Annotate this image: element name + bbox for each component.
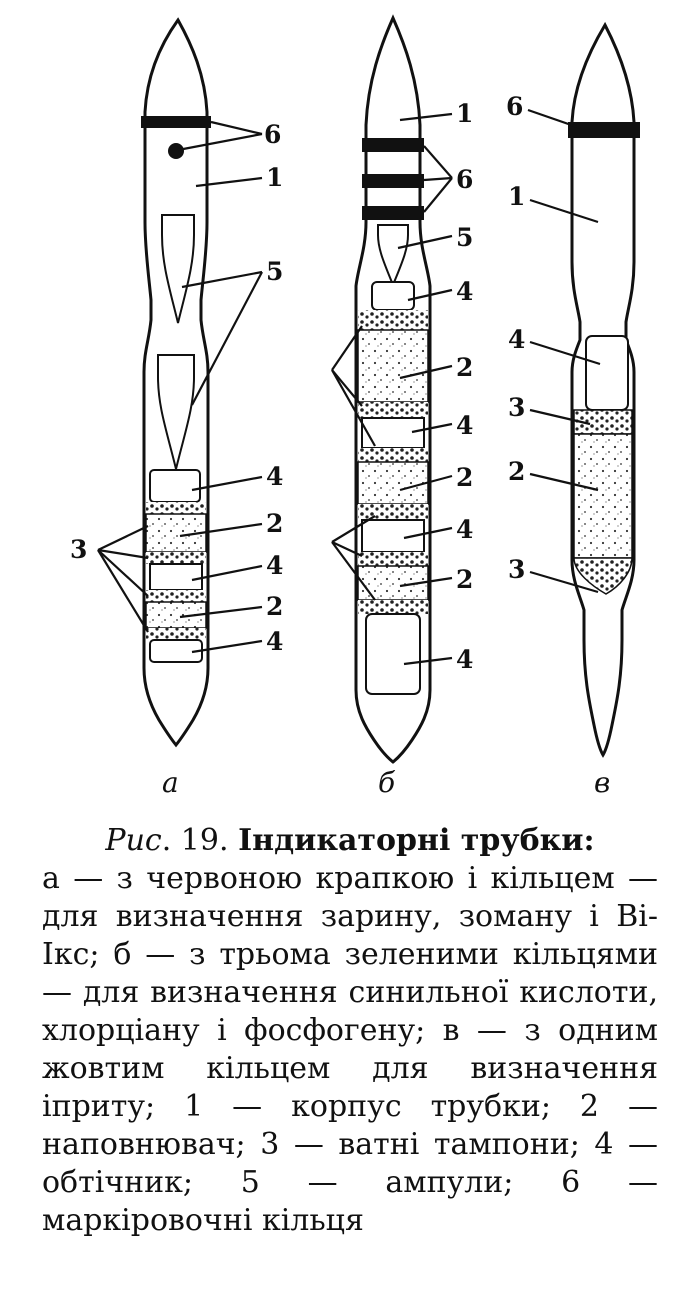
caption-body: а — з червоною крапкою і кільцем — для в… [42, 861, 658, 1238]
tube-a-label: а [162, 766, 179, 799]
tube-b-callout-4a: 4 [456, 277, 473, 306]
tube-b-filler-2 [357, 461, 429, 505]
tube-a-cotton-2 [146, 552, 206, 564]
tube-c-fairing [585, 335, 629, 411]
tube-b-callout-5: 5 [456, 223, 473, 252]
tube-a-callout-2b: 2 [266, 592, 283, 621]
tube-b-cotton-4 [358, 504, 428, 520]
tube-b-marking-ring-2 [362, 174, 424, 188]
tube-a-marking-ring [141, 116, 211, 128]
tube-c-label: в [594, 766, 610, 799]
figure-caption: Рис. 19. Індикаторні трубки: а — з черво… [42, 822, 658, 1240]
tube-b-cotton-3 [358, 448, 428, 462]
caption-fig-number: . 19. [161, 823, 229, 858]
tube-c-callout-2: 2 [508, 457, 525, 486]
tube-a-cotton-1 [146, 502, 206, 514]
tube-a-fairing-2 [149, 563, 203, 591]
tube-c-callout-6: 6 [506, 92, 523, 121]
tube-b-callout-2c: 2 [456, 565, 473, 594]
indicator-tubes-figure: 6 1 5 4 2 4 2 4 3 а [70, 14, 640, 799]
tube-a-callout-4a: 4 [266, 462, 283, 491]
tube-a-fairing-1 [149, 469, 201, 503]
tube-c-cotton-1 [573, 409, 633, 435]
tube-c-marking-ring [568, 122, 640, 138]
tube-b-marking-ring-3 [362, 206, 424, 220]
caption-fig-word: Рис [105, 823, 162, 858]
tube-b-callout-4b: 4 [456, 411, 473, 440]
tube-b-callout-2b: 2 [456, 463, 473, 492]
tube-c-callout-3b: 3 [508, 555, 525, 584]
tube-b-cotton-6 [358, 600, 428, 614]
tube-b-marking-ring-1 [362, 138, 424, 152]
tube-a-callout-4b: 4 [266, 551, 283, 580]
tube-a-ampoule-bottom [157, 354, 195, 470]
tube-a-callout-6: 6 [264, 120, 281, 149]
tube-c-callout-3a: 3 [508, 393, 525, 422]
tube-b-callout-1: 1 [456, 99, 473, 128]
tube-b-filler-1 [357, 329, 429, 403]
tube-b-cotton-5 [358, 552, 428, 566]
tube-a-callout-4c: 4 [266, 627, 283, 656]
tube-b-cotton-2 [358, 402, 428, 418]
tube-b: 1 6 5 4 2 4 2 4 2 4 б [331, 14, 473, 799]
tube-a-callout-5: 5 [266, 257, 283, 286]
tube-a-callout-2a: 2 [266, 509, 283, 538]
tube-a-callout-3: 3 [70, 535, 87, 564]
caption-title: Індикаторні трубки: [238, 823, 595, 858]
tube-a: 6 1 5 4 2 4 2 4 3 а [70, 17, 283, 799]
tube-b-fairing-4 [365, 613, 421, 695]
tube-a-red-dot [168, 143, 184, 159]
tube-c: 6 1 4 3 2 3 в [506, 21, 640, 799]
tube-b-cotton-1 [358, 310, 428, 330]
tube-b-fairing-1 [371, 281, 415, 311]
caption-heading: Рис. 19. Індикаторні трубки: [42, 822, 658, 860]
tube-b-callout-4d: 4 [456, 645, 473, 674]
tube-a-cotton-4 [146, 628, 206, 640]
tube-b-label: б [378, 766, 396, 799]
tube-a-callout-1: 1 [266, 163, 283, 192]
tube-a-cotton-3 [146, 590, 206, 602]
tube-c-cotton-2 [573, 557, 633, 595]
tube-a-ampoule-top [161, 214, 195, 324]
tube-c-filler [573, 433, 633, 559]
tube-b-callout-2a: 2 [456, 353, 473, 382]
tube-b-fairing-2 [361, 417, 425, 449]
tube-c-callout-1: 1 [508, 182, 525, 211]
tube-b-callout-4c: 4 [456, 515, 473, 544]
tube-c-callout-4: 4 [508, 325, 525, 354]
tube-b-callout-6: 6 [456, 165, 473, 194]
